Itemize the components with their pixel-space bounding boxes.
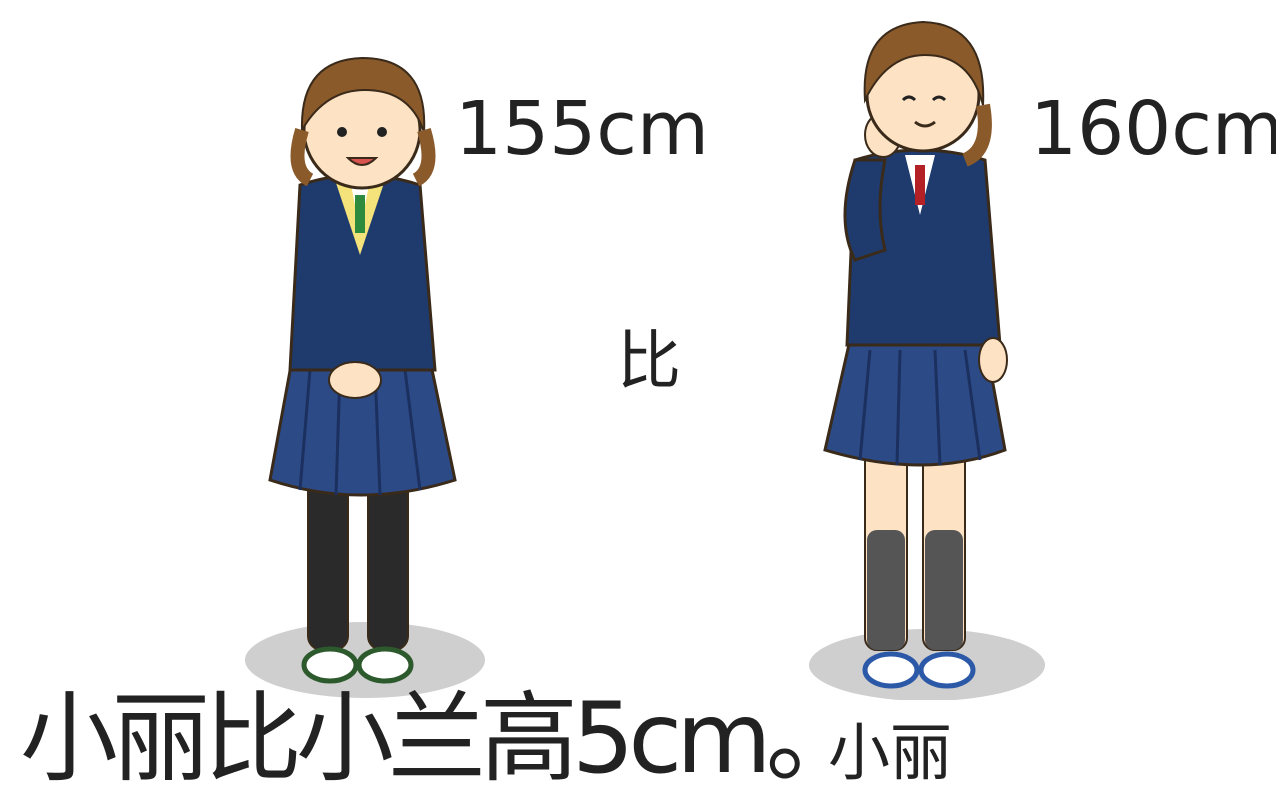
- hair: [863, 20, 985, 106]
- left-sock: [867, 530, 905, 650]
- hair: [300, 56, 426, 134]
- left-shoe: [862, 651, 920, 689]
- tie: [915, 165, 925, 205]
- left-leg: [307, 469, 349, 651]
- right-sock: [925, 530, 963, 650]
- girl-figure-left: [245, 56, 485, 698]
- tie: [355, 195, 365, 233]
- girl-figure-right: [809, 20, 1045, 700]
- height-label-left: 155cm: [455, 86, 710, 172]
- height-label-right: 160cm: [1030, 86, 1276, 172]
- skirt: [823, 338, 1007, 467]
- left-shoe: [301, 646, 359, 684]
- compare-character: 比: [617, 325, 681, 399]
- answer-sentence: 小丽比小兰高5cm。: [20, 682, 864, 796]
- right-leg: [367, 469, 409, 651]
- right-shoe: [356, 646, 414, 684]
- right-shoe: [918, 651, 976, 689]
- name-label: 小丽: [828, 716, 953, 789]
